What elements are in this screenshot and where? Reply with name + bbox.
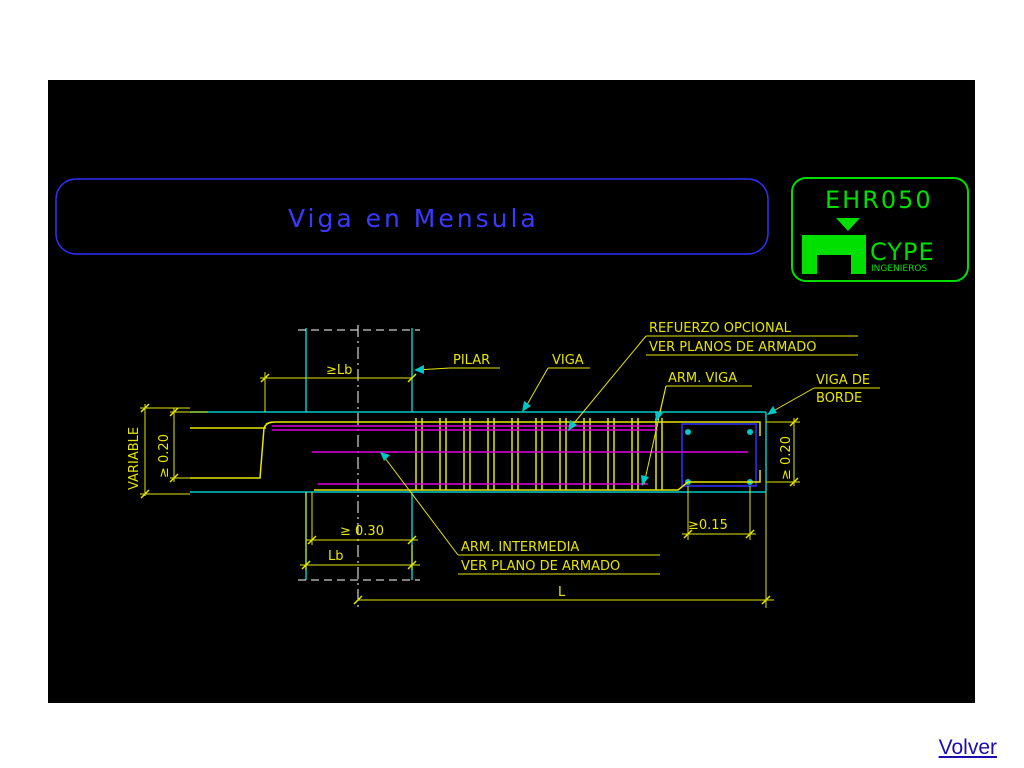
badge-brand: CYPE <box>870 238 935 266</box>
badge-code: EHR050 <box>825 186 933 214</box>
label-arm-int-1: ARM. INTERMEDIA <box>461 540 579 555</box>
label-viga-borde-2: BORDE <box>816 391 862 406</box>
beam-detail-svg: Viga en Mensula EHR050 CYPE INGENIEROS <box>55 177 969 608</box>
dim-lb-top: ≥Lb <box>326 363 352 378</box>
cad-drawing: Viga en Mensula EHR050 CYPE INGENIEROS <box>48 80 975 703</box>
leader-lines <box>381 335 880 575</box>
label-refuerzo-2: VER PLANOS DE ARMADO <box>649 340 817 355</box>
label-viga-borde-1: VIGA DE <box>816 373 870 388</box>
label-arm-int-2: VER PLANO DE ARMADO <box>461 559 620 574</box>
label-refuerzo-1: REFUERZO OPCIONAL <box>649 321 792 336</box>
dim-020-right: ≥ 0.20 <box>779 436 794 480</box>
label-arm-viga: ARM. VIGA <box>668 371 737 386</box>
label-pilar: PILAR <box>453 353 490 368</box>
dim-lb: Lb <box>328 549 344 564</box>
dim-020-left: ≥ 0.20 <box>157 434 172 478</box>
edge-beam-bars <box>685 429 753 485</box>
beam-outline <box>190 411 767 493</box>
beam-reinforcement <box>190 421 761 491</box>
dim-030: ≥ 0.30 <box>340 524 384 539</box>
magenta-reinforcement <box>272 425 748 485</box>
edge-beam-section <box>681 423 757 487</box>
dimension-lines <box>140 372 800 608</box>
column-outline <box>305 328 413 580</box>
badge-sub: INGENIEROS <box>871 264 927 274</box>
dimension-ticks <box>140 373 799 605</box>
dim-015: ≥0.15 <box>688 518 728 533</box>
dim-L: L <box>558 585 566 600</box>
back-link[interactable]: Volver <box>938 736 997 759</box>
dim-variable: VARIABLE <box>127 427 142 490</box>
title-box <box>55 178 769 255</box>
stirrups <box>415 418 663 490</box>
leader-arrows <box>380 365 777 486</box>
label-viga: VIGA <box>552 353 584 368</box>
drawing-title: Viga en Mensula <box>288 204 539 233</box>
column-dashed-section <box>298 329 420 581</box>
cype-logo: EHR050 CYPE INGENIEROS <box>791 177 969 282</box>
